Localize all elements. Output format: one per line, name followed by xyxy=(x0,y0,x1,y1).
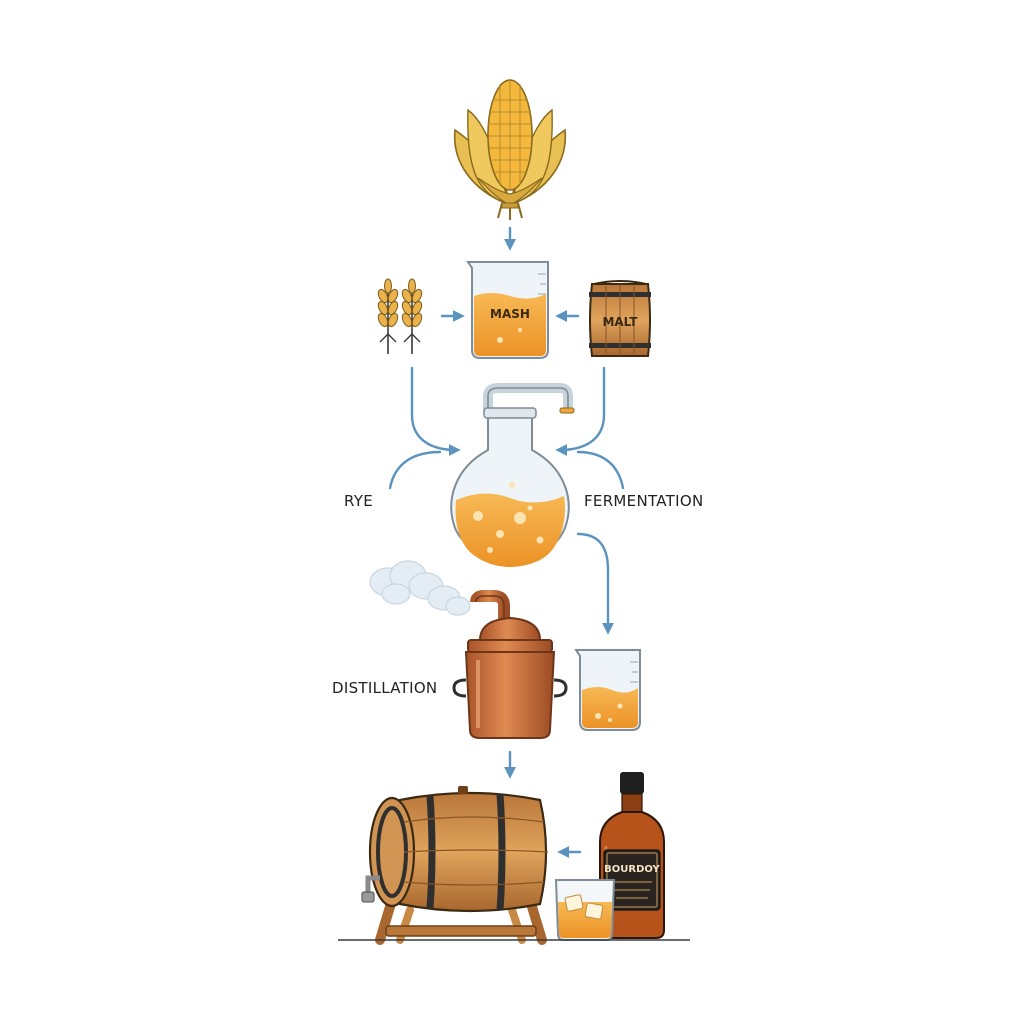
distillation-label: DISTILLATION xyxy=(332,679,437,697)
aging-barrel xyxy=(361,786,549,945)
fermentation-label: FERMENTATION xyxy=(584,492,703,510)
steam-icon xyxy=(369,560,471,616)
bottle-brand-label: BOURDOY xyxy=(604,864,660,875)
arrow-left-to-flask xyxy=(410,366,461,456)
bottle-icon: BOURDOY xyxy=(599,772,665,939)
fermentation-flask xyxy=(450,383,575,567)
copper-still xyxy=(452,590,568,739)
mash-label: MASH xyxy=(490,307,530,321)
corn-icon xyxy=(453,79,567,220)
glass-icon xyxy=(554,879,616,941)
arrow-fermentation-curve xyxy=(576,450,625,490)
arrow-flask-to-beaker xyxy=(576,532,614,635)
spirit-beaker xyxy=(574,649,641,731)
malt-barrel: MALT xyxy=(589,280,651,357)
flow-arrows xyxy=(388,226,625,858)
arrow-rye-curve xyxy=(388,450,442,490)
arrow-right-to-flask xyxy=(555,366,606,456)
malt-label: MALT xyxy=(602,315,638,329)
wheat-icon xyxy=(377,278,423,354)
rye-label: RYE xyxy=(344,492,373,510)
mash-beaker: MASH xyxy=(466,261,549,359)
